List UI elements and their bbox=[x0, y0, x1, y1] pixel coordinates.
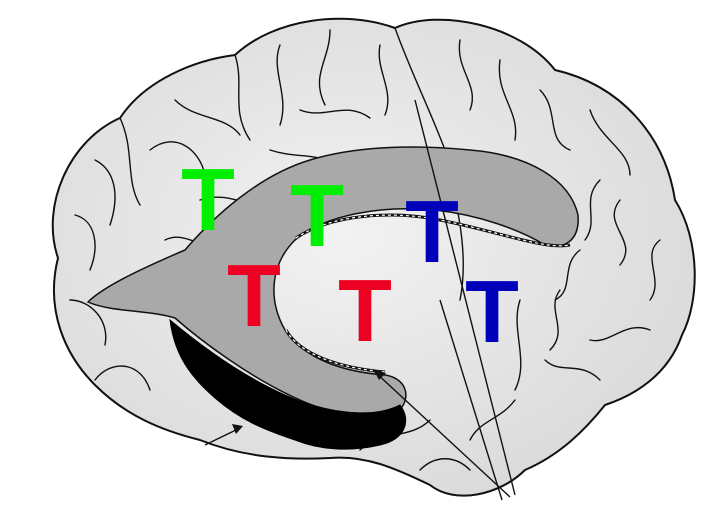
marker-red-1: T bbox=[227, 246, 281, 345]
marker-blue-1: T bbox=[405, 182, 459, 281]
marker-green-2: T bbox=[290, 166, 344, 265]
marker-red-2: T bbox=[338, 261, 392, 360]
marker-blue-2: T bbox=[465, 262, 519, 361]
marker-green-1: T bbox=[181, 150, 235, 249]
